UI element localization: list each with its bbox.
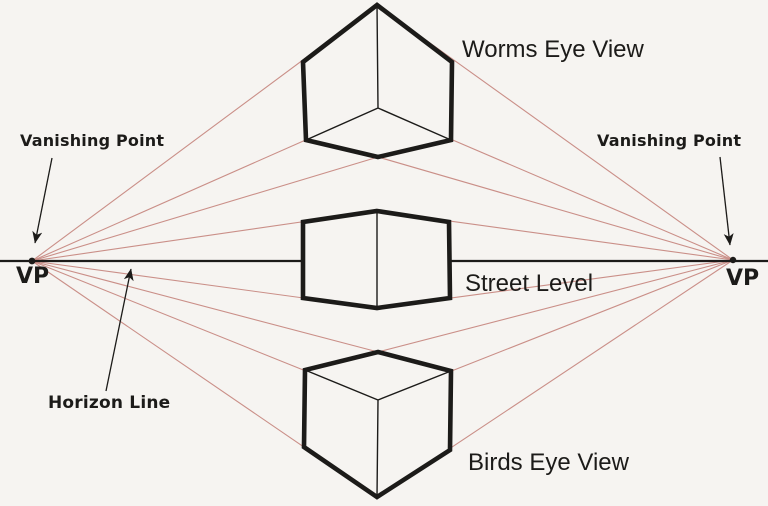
birds-eye-cube: [301, 349, 454, 500]
cube-inner-edges: [304, 369, 452, 498]
perspective-line: [31, 260, 379, 353]
vanishing-point-dot-left: [28, 257, 36, 265]
horizon-line-label: Horizon Line: [48, 393, 171, 413]
vanishing-point-label-right: Vanishing Point: [597, 131, 742, 150]
perspective-line: [377, 156, 734, 261]
vp-label-left: VP: [16, 264, 50, 289]
cube-inner-edges: [305, 4, 452, 141]
worms-eye-cube: [300, 2, 455, 160]
vanishing-point-arrow-right: [719, 156, 734, 246]
worms-eye-view-label: Worms Eye View: [462, 36, 644, 63]
street-level-cube: [300, 208, 453, 311]
annotation-arrows: [32, 156, 734, 392]
horizon-line-arrow: [105, 268, 134, 392]
vp-label-right: VP: [726, 266, 760, 291]
street-level-label: Street Level: [465, 270, 594, 297]
perspective-line: [377, 259, 734, 353]
birds-eye-view-label: Birds Eye View: [468, 449, 629, 476]
vanishing-point-arrow-left: [32, 157, 53, 244]
vanishing-point-dot-right: [729, 256, 737, 264]
perspective-line: [31, 156, 379, 262]
vanishing-point-label-left: Vanishing Point: [20, 131, 165, 150]
